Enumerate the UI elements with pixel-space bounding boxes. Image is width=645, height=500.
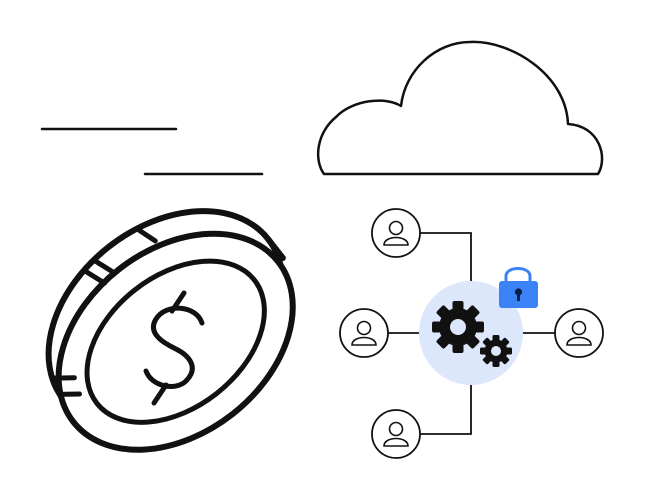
small-gear-icon <box>480 335 512 367</box>
padlock-icon <box>499 267 538 308</box>
dollar-coin <box>45 208 296 453</box>
speed-lines <box>40 127 264 176</box>
keyhole-stem <box>517 293 520 301</box>
user-icon <box>383 220 409 246</box>
cloud-icon <box>316 40 604 176</box>
coin-ridges <box>51 227 158 397</box>
user-icon <box>566 320 592 346</box>
keyhole-top <box>514 288 523 296</box>
user-node-top <box>371 208 421 258</box>
connector-bottom <box>420 382 472 435</box>
coin-inner-ring <box>84 258 267 425</box>
network-connectors <box>388 232 555 435</box>
user-node-right <box>554 308 604 358</box>
large-gear-icon <box>432 301 484 353</box>
user-node-bottom <box>371 409 421 459</box>
connector-top <box>420 232 472 285</box>
gears-icon <box>432 301 512 367</box>
user-node-left <box>339 308 389 358</box>
padlock-shackle <box>504 267 532 283</box>
dollar-sign-icon <box>143 290 205 406</box>
coin-front-face <box>55 230 296 453</box>
user-icon <box>351 320 377 346</box>
user-icon <box>383 421 409 447</box>
